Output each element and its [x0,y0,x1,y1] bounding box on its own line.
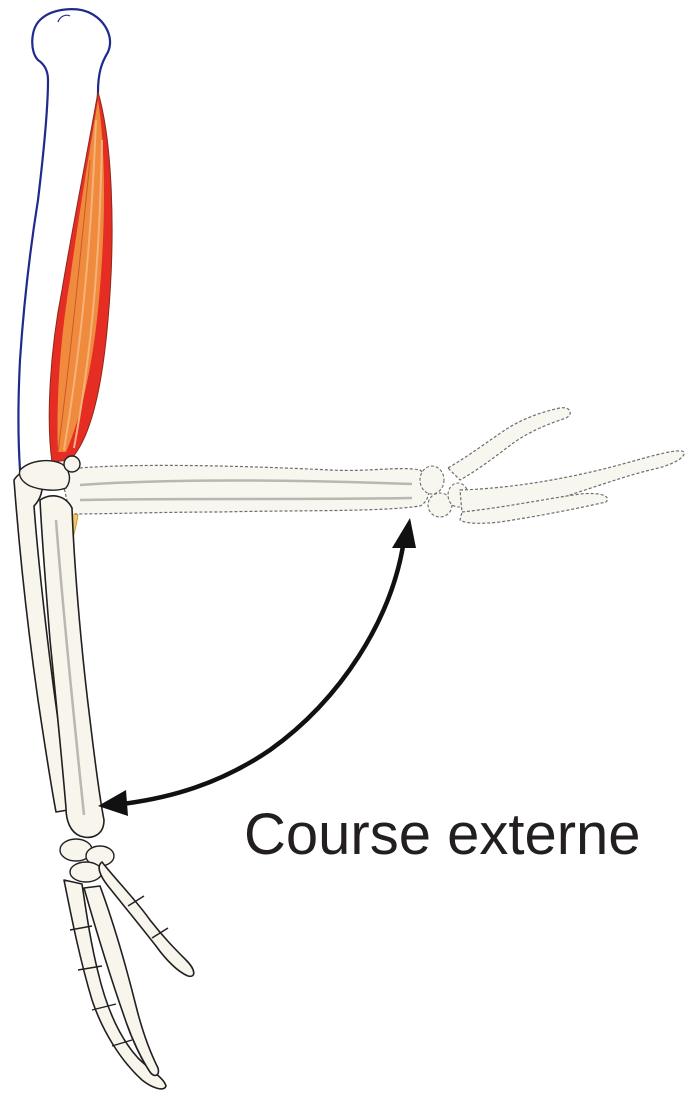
carpal-3 [70,862,102,882]
arrow-arc [122,540,404,804]
digit-extended-upper [448,408,570,480]
arrow-head-top-icon [392,518,416,548]
forearm-extended [60,408,684,524]
radius-extended [60,465,429,514]
forearm-flexed [14,456,194,1089]
range-of-motion-arrow [98,518,416,816]
motion-label: Course externe [244,802,641,867]
